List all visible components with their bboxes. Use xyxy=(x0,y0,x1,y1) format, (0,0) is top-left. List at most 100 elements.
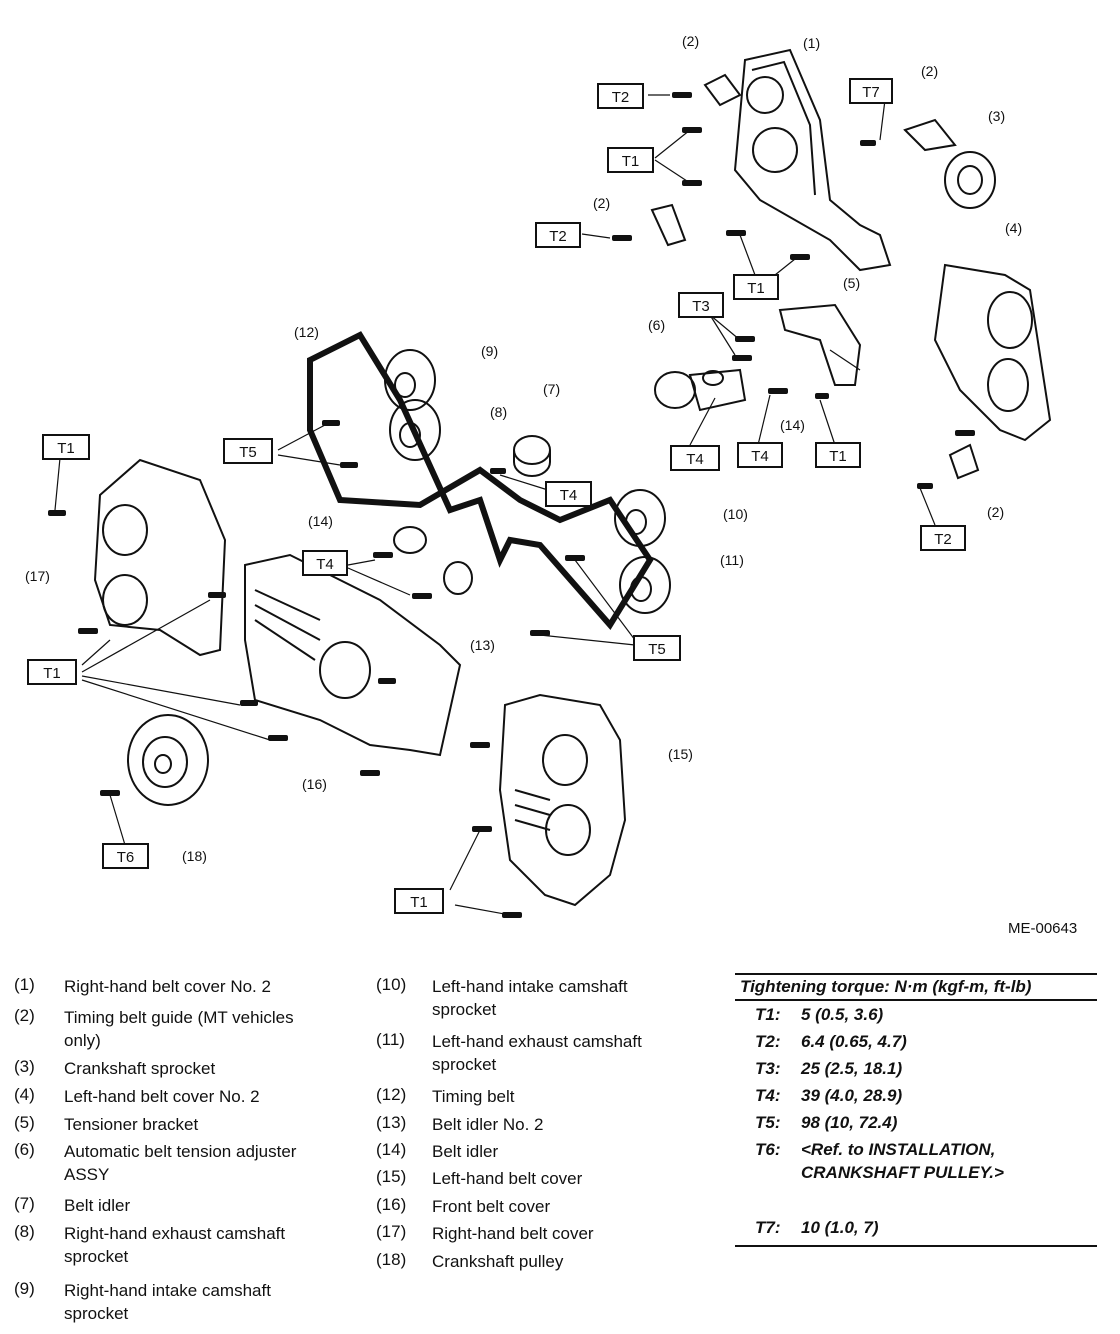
torque-value: 5 (0.5, 3.6) xyxy=(801,1005,884,1024)
belt-idler-no2 xyxy=(443,561,473,595)
lh-belt-cover xyxy=(498,693,627,907)
legend-num: (13) xyxy=(376,1113,407,1132)
callout-12: (12) xyxy=(294,324,319,340)
legend-num: (2) xyxy=(14,1006,35,1025)
callout-1: (1) xyxy=(803,35,821,51)
torque-box-t1-left: T1 xyxy=(42,434,90,460)
legend-text: Left-hand intake camshaft sprocket xyxy=(432,977,628,1019)
rh-belt-cover xyxy=(93,458,227,657)
lh-belt-cover-no2 xyxy=(933,263,1052,442)
callout-4: (4) xyxy=(1005,220,1023,236)
callout-5: (5) xyxy=(843,275,861,291)
torque-box-t1-lower: T1 xyxy=(27,659,77,685)
belt-idler-14 xyxy=(393,526,427,554)
torque-box-t4-mid: T4 xyxy=(302,550,348,576)
torque-box-t7: T7 xyxy=(849,78,893,104)
torque-box-t4-adjuster: T4 xyxy=(670,445,720,471)
legend-num: (18) xyxy=(376,1250,407,1269)
torque-box-t6: T6 xyxy=(102,843,149,869)
legend-text: Timing belt xyxy=(432,1087,515,1106)
callout-9: (9) xyxy=(481,343,499,359)
bolts xyxy=(48,92,975,918)
torque-value: <Ref. to INSTALLATION, CRANKSHAFT PULLEY… xyxy=(801,1140,1004,1182)
rh-belt-cover-no2 xyxy=(733,48,892,272)
legend-text: Belt idler No. 2 xyxy=(432,1115,544,1134)
legend-num: (16) xyxy=(376,1195,407,1214)
torque-label: T2: xyxy=(755,1032,781,1051)
legend-num: (4) xyxy=(14,1085,35,1104)
belt-idler-7 xyxy=(513,435,551,477)
leader-lines xyxy=(54,94,936,916)
figure-code: ME-00643 xyxy=(1008,920,1078,937)
callout-3: (3) xyxy=(988,108,1006,124)
legend-text: Right-hand belt cover No. 2 xyxy=(64,977,271,996)
callout-6: (6) xyxy=(648,317,666,333)
auto-belt-tension-adjuster xyxy=(654,368,747,412)
torque-box-t5-belt: T5 xyxy=(223,438,273,464)
torque-box-t5-lower: T5 xyxy=(633,635,681,661)
tensioner-bracket xyxy=(778,303,862,386)
crankshaft-sprocket xyxy=(944,151,996,209)
torque-box-t4-bracket: T4 xyxy=(737,442,783,468)
legend-num: (5) xyxy=(14,1113,35,1132)
legend-num: (12) xyxy=(376,1085,407,1104)
torque-label: T6: xyxy=(755,1140,781,1159)
torque-box-t2-low: T2 xyxy=(920,525,966,551)
torque-value: 10 (1.0, 7) xyxy=(801,1218,879,1237)
legend-text: Timing belt guide (MT vehicles only) xyxy=(64,1008,294,1050)
torque-label: T3: xyxy=(755,1059,781,1078)
legend-num: (3) xyxy=(14,1057,35,1076)
legend-num: (14) xyxy=(376,1140,407,1159)
callout-8: (8) xyxy=(490,404,508,420)
torque-label: T4: xyxy=(755,1086,781,1105)
callout-14-left: (14) xyxy=(308,513,333,529)
legend-num: (8) xyxy=(14,1222,35,1241)
callout-13: (13) xyxy=(470,637,495,653)
legend-num: (10) xyxy=(376,975,407,994)
torque-box-t1-bracket: T1 xyxy=(815,442,861,468)
callout-2-top: (2) xyxy=(682,33,700,49)
legend-text: Front belt cover xyxy=(432,1197,551,1216)
legend-num: (7) xyxy=(14,1194,35,1213)
torque-box-t2-top: T2 xyxy=(597,83,644,109)
legend-text: Left-hand belt cover xyxy=(432,1169,583,1188)
exploded-diagram xyxy=(48,48,1052,918)
legend-text: Left-hand belt cover No. 2 xyxy=(64,1087,260,1106)
torque-box-t4-idler: T4 xyxy=(545,481,592,507)
legend-text: Right-hand exhaust camshaft sprocket xyxy=(64,1224,286,1266)
torque-label: T1: xyxy=(755,1005,781,1024)
torque-label: T5: xyxy=(755,1113,781,1132)
callout-15: (15) xyxy=(668,746,693,762)
callout-14-right: (14) xyxy=(780,417,805,433)
callout-10: (10) xyxy=(723,506,748,522)
belt-guide-low xyxy=(948,443,980,480)
callout-17: (17) xyxy=(25,568,50,584)
belt-guide-top xyxy=(703,73,742,107)
torque-table-title: Tightening torque: N·m (kgf-m, ft-lb) xyxy=(735,973,1097,1001)
torque-value: 39 (4.0, 28.9) xyxy=(801,1086,903,1105)
legend-text: Belt idler xyxy=(432,1142,499,1161)
belt-guide-right xyxy=(903,118,957,152)
front-belt-cover xyxy=(244,553,462,757)
torque-box-t2-mid: T2 xyxy=(535,222,581,248)
callout-11: (11) xyxy=(720,552,744,568)
torque-box-t1-right: T1 xyxy=(733,274,779,300)
torque-table-rule xyxy=(735,1245,1097,1247)
legend-text: Belt idler xyxy=(64,1196,131,1215)
callout-18: (18) xyxy=(182,848,207,864)
callout-7: (7) xyxy=(543,381,561,397)
legend-text: Left-hand exhaust camshaft sprocket xyxy=(432,1032,642,1074)
legend-text: Right-hand belt cover xyxy=(432,1224,594,1243)
torque-table: Tightening torque: N·m (kgf-m, ft-lb) T1… xyxy=(735,973,1097,1247)
legend-num: (9) xyxy=(14,1279,35,1298)
crankshaft-pulley xyxy=(127,714,209,806)
callout-2-right: (2) xyxy=(921,63,939,79)
legend-num: (6) xyxy=(14,1140,35,1159)
legend-num: (11) xyxy=(376,1030,405,1049)
callout-16: (16) xyxy=(302,776,327,792)
callout-2-mid: (2) xyxy=(593,195,611,211)
torque-value: 98 (10, 72.4) xyxy=(801,1113,898,1132)
legend-text: Automatic belt tension adjuster ASSY xyxy=(64,1142,297,1184)
torque-value: 6.4 (0.65, 4.7) xyxy=(801,1032,907,1051)
belt-guide-mid xyxy=(650,203,687,247)
